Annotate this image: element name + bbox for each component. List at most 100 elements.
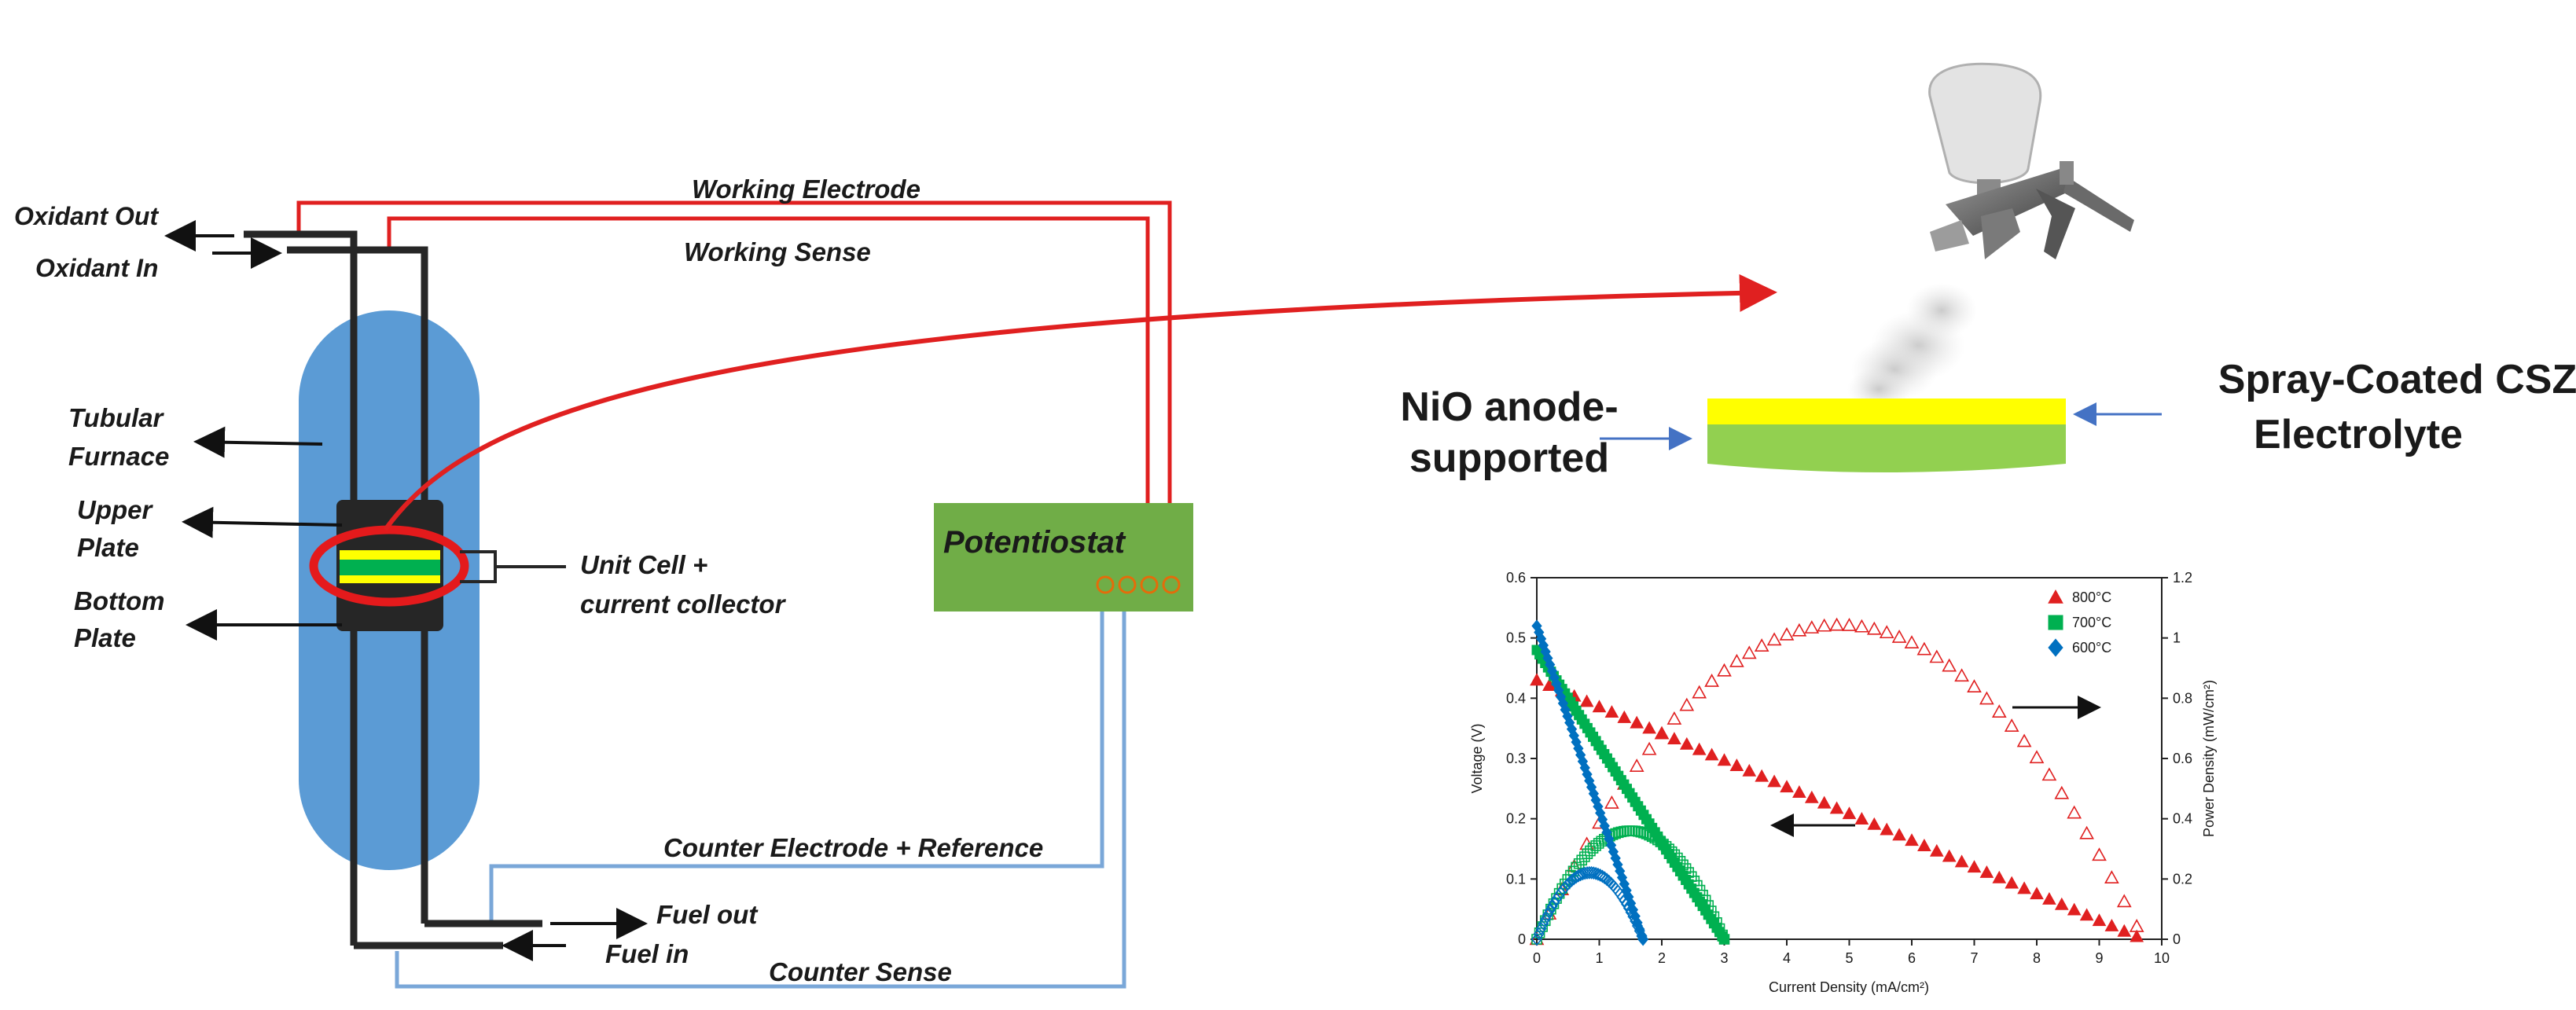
voltage-marker [1917, 839, 1931, 851]
x-tick-label: 3 [1720, 950, 1728, 966]
pointer-arrows [164, 220, 648, 961]
cell-layer-bottom [340, 575, 440, 583]
x-axis-label: Current Density (mA/cm²) [1769, 979, 1929, 995]
power-density-marker [1674, 855, 1686, 867]
power-density-marker [2116, 894, 2132, 908]
voltage-marker [1592, 700, 1607, 713]
power-density-marker [1717, 663, 1732, 677]
cell-highlight-ring [309, 525, 469, 607]
power-density-marker [1954, 668, 1969, 682]
power-density-marker [1842, 618, 1857, 631]
power-density-marker [1666, 711, 1682, 725]
spray-gun-icon [1928, 62, 2134, 259]
legend-label: 600°C [2072, 640, 2111, 656]
power-density-marker [1542, 908, 1553, 922]
power-density-marker [1585, 845, 1596, 857]
power-density-marker [1546, 899, 1558, 913]
counter-sense-label: Counter Sense [769, 957, 952, 986]
y2-tick-label: 0 [2173, 931, 2181, 947]
data-series [1529, 617, 2144, 946]
y2-tick-label: 0.2 [2173, 871, 2192, 887]
legend-label: 700°C [2072, 615, 2111, 630]
voltage-axis-ticks: 00.10.20.30.40.50.6 [1506, 570, 1537, 947]
working-sense-label: Working Sense [684, 237, 871, 266]
power-density-marker [1697, 890, 1708, 901]
voltage-marker [1892, 828, 1906, 841]
x-tick-label: 8 [2033, 950, 2041, 966]
voltage-marker [2092, 913, 2107, 927]
power-density-marker [1587, 843, 1599, 854]
y-tick-label: 0.3 [1506, 751, 1526, 766]
power-density-marker [1891, 629, 1907, 643]
voltage-marker [2067, 902, 2082, 916]
power-density-marker [1641, 741, 1657, 755]
voltage-marker [1692, 742, 1707, 755]
coated-disc [1707, 398, 2066, 472]
chart-legend: 800°C 700°C 600°C [2048, 589, 2111, 657]
power-density-marker [1629, 758, 1644, 772]
power-density-marker [1612, 827, 1624, 839]
power-density-marker [1979, 691, 1994, 705]
power-density-marker [1678, 859, 1689, 871]
voltage-marker [1942, 849, 1957, 862]
voltage-marker [1842, 806, 1857, 820]
power-density-marker [1596, 836, 1608, 847]
tubular-label: Tubular [68, 403, 165, 432]
power-density-marker [1544, 903, 1556, 917]
power-density-marker [2004, 718, 2019, 732]
power-density-marker [2092, 847, 2107, 861]
legend-marker [2048, 638, 2063, 657]
electrolyte-label-line1: Spray-Coated CSZ [2218, 357, 2576, 402]
power-density-marker [1741, 645, 1757, 659]
voltage-marker [1967, 860, 1982, 873]
electrolyte-layer [1707, 398, 2066, 424]
oxidant-in-label: Oxidant In [35, 254, 158, 282]
power-density-marker [1588, 866, 1600, 880]
voltage-marker [2079, 908, 2094, 921]
power-density-marker [2041, 767, 2057, 781]
voltage-marker [1829, 801, 1844, 814]
power-density-marker [1579, 851, 1590, 862]
power-density-marker [1766, 632, 1782, 646]
furnace-label: Furnace [68, 442, 169, 471]
y-tick-label: 0.1 [1506, 871, 1526, 887]
voltage-marker [1742, 763, 1757, 777]
x-tick-label: 6 [1908, 950, 1916, 966]
power-density-marker [1593, 838, 1604, 849]
power-density-marker [1904, 635, 1920, 648]
power-density-marker [2104, 870, 2119, 884]
plot-area-frame [1536, 577, 2163, 940]
power-density-marker [1729, 653, 1744, 667]
voltage-marker [2104, 918, 2119, 931]
spray-coating-illustration: NiO anode- supported Spray-Coated CSZ El… [1400, 62, 2576, 481]
voltage-marker [2042, 891, 2056, 905]
working-sense-wire [387, 216, 1150, 582]
voltage-marker [1530, 673, 1544, 686]
voltage-marker [1792, 785, 1806, 798]
y-tick-label: 0 [1518, 931, 1526, 947]
oxidant-tubes [244, 230, 542, 949]
voltage-marker [1637, 933, 1648, 946]
y2-axis-label: Power Density (mW/cm²) [2201, 680, 2217, 837]
potentiostat-label: Potentiostat [943, 525, 1126, 560]
x-tick-label: 0 [1533, 950, 1541, 966]
power-density-marker [1779, 626, 1795, 641]
legend-label: 800°C [2072, 589, 2111, 605]
power-density-marker [1879, 625, 1894, 639]
spray-mist [1847, 283, 1977, 411]
fuel-out-label: Fuel out [656, 900, 759, 929]
y-tick-label: 0.2 [1506, 811, 1526, 827]
voltage-marker [2030, 887, 2044, 900]
voltage-marker [1905, 833, 1919, 847]
power-density-marker [2016, 733, 2032, 747]
power-density-marker [1804, 620, 1820, 634]
power-density-marker [1540, 912, 1552, 926]
voltage-marker [2017, 881, 2031, 894]
x-tick-label: 4 [1783, 950, 1791, 966]
x-tick-label: 9 [2095, 950, 2103, 966]
y-tick-label: 0.4 [1506, 690, 1526, 706]
y2-tick-label: 0.6 [2173, 751, 2192, 766]
voltage-marker [2005, 876, 2019, 889]
y-tick-label: 0.5 [1506, 630, 1526, 646]
